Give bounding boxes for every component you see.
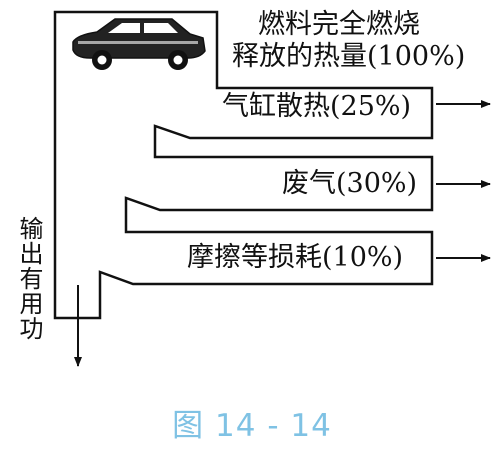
source-label-line1: 燃料完全燃烧: [258, 9, 420, 40]
loss-label-friction: 摩擦等损耗(10%): [187, 242, 404, 273]
useful-work-label: 输出有用功: [15, 216, 43, 341]
car-icon: [72, 18, 206, 70]
figure-caption: 图 14 - 14: [172, 408, 332, 444]
energy-flow-outline: [53, 10, 434, 320]
loss-label-cylinder-heat: 气缸散热(25%): [222, 91, 412, 122]
source-label-line2: 释放的热量(100%): [232, 41, 466, 72]
loss-label-exhaust: 废气(30%): [282, 168, 418, 199]
